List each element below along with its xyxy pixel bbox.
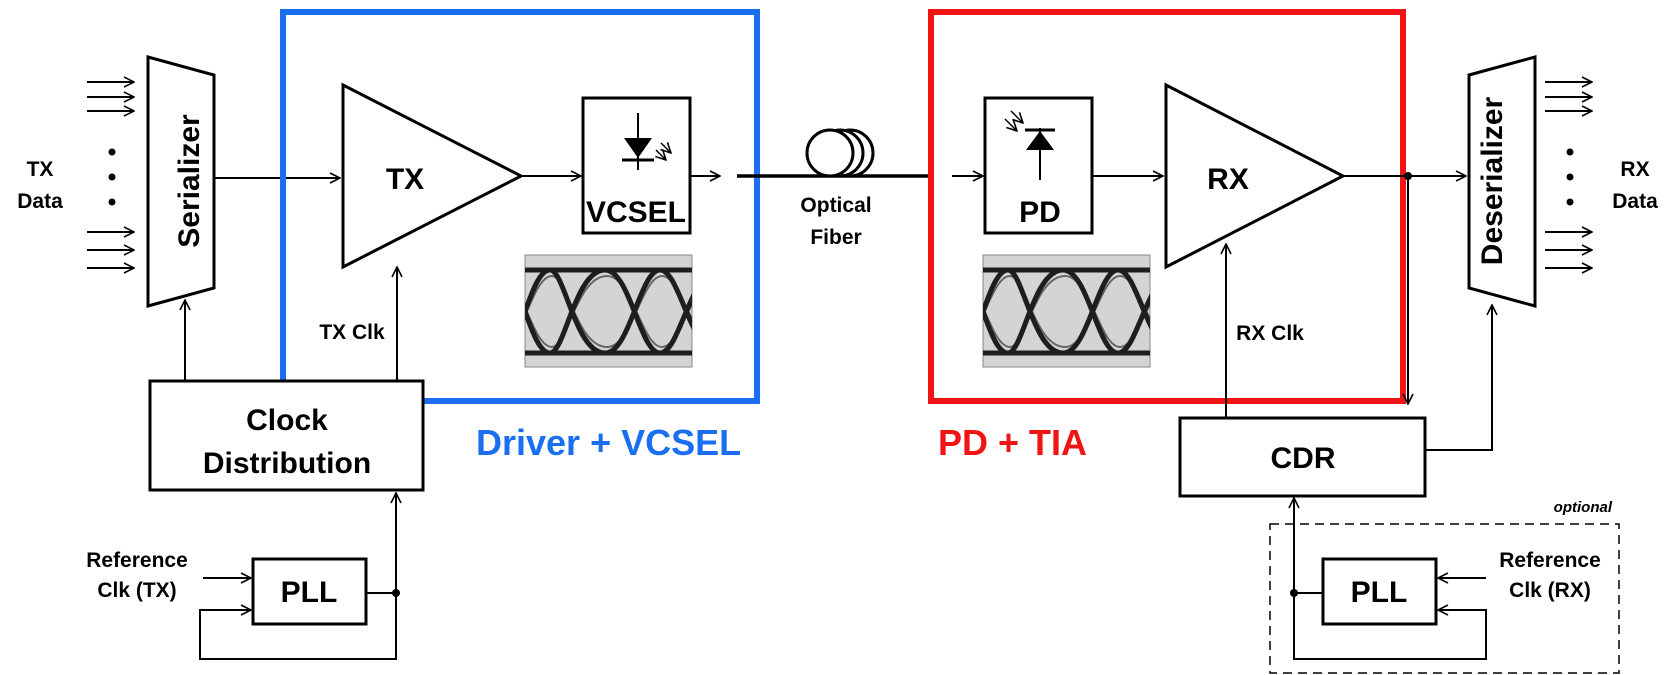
- ref-clk-rx-label-line2: Clk (RX): [1509, 579, 1591, 602]
- pll-tx-label: PLL: [281, 576, 338, 609]
- tx-data-input-arrows: [87, 82, 134, 268]
- deserializer-block: [1467, 55, 1537, 308]
- pll-rx-label: PLL: [1351, 576, 1408, 609]
- pll-tx-block: [251, 557, 368, 626]
- ref-clk-tx-label-line2: Clk (TX): [97, 579, 176, 602]
- vcsel-block: [581, 96, 692, 235]
- tx-data-label-line2: Data: [17, 190, 63, 213]
- serializer-block: [146, 55, 216, 308]
- pd-tia-group-label: PD + TIA: [938, 422, 1087, 463]
- driver-vcsel-group-box: [280, 9, 760, 404]
- optical-fiber-label-line2: Fiber: [810, 226, 861, 249]
- clock-distribution-label: Clock: [246, 404, 328, 437]
- pd-tia-group-box: [928, 9, 1406, 404]
- junction-dot-pll-rx: [1290, 589, 1298, 597]
- optional-region-box: [1269, 523, 1620, 674]
- rx-data-label: RX: [1620, 158, 1649, 181]
- laser-diode-icon: [622, 113, 671, 170]
- rx-data-label-line2: Data: [1612, 190, 1658, 213]
- cdr-label: CDR: [1271, 442, 1336, 475]
- ref-clk-rx-label: Reference: [1499, 549, 1601, 572]
- clock-distribution-label-line2: Distribution: [203, 447, 371, 480]
- clock-distribution-block: [148, 379, 425, 492]
- junction-dot-pll-tx: [392, 589, 400, 597]
- vcsel-label: VCSEL: [586, 196, 686, 229]
- photodiode-label: PD: [1019, 196, 1061, 229]
- rx-clk-label: RX Clk: [1236, 322, 1304, 345]
- tx-clk-label: TX Clk: [319, 321, 385, 344]
- serializer-label: Serializer: [173, 114, 206, 248]
- tx-amplifier: [341, 82, 525, 270]
- wire-cdr-to-deserializer: [1425, 305, 1492, 451]
- tx-amplifier-label: TX: [386, 163, 424, 196]
- rx-data-output-arrows: [1545, 82, 1592, 268]
- rx-eye-diagram: [982, 254, 1151, 368]
- photodiode-block: [983, 96, 1094, 235]
- pll-rx-block: [1321, 557, 1438, 626]
- ref-clk-tx-label: Reference: [86, 549, 188, 572]
- wire-pll-tx-feedback: [199, 593, 397, 660]
- rx-amplifier: [1164, 82, 1347, 270]
- cdr-block: [1178, 416, 1427, 498]
- optical-fiber-label: Optical: [800, 194, 871, 217]
- deserializer-label: Deserializer: [1476, 96, 1509, 265]
- tx-data-label: TX: [27, 158, 54, 181]
- tx-data-ellipsis: [108, 148, 116, 206]
- rx-data-ellipsis: [1566, 148, 1574, 206]
- photodiode-icon: [1004, 110, 1055, 180]
- tx-eye-diagram: [524, 254, 693, 368]
- rx-amplifier-label: RX: [1207, 163, 1249, 196]
- driver-vcsel-group-label: Driver + VCSEL: [476, 422, 741, 463]
- fiber-coil-icon: [805, 128, 875, 178]
- wire-pll-rx-feedback: [1293, 593, 1487, 660]
- optional-label: optional: [1554, 499, 1613, 516]
